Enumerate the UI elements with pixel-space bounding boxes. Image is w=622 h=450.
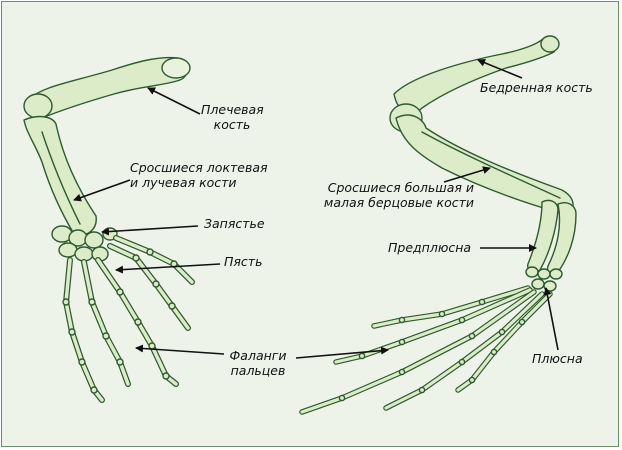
tibiofibula-bone [395,114,574,215]
radioulna-bone [23,115,97,236]
pointer-tibiofibula [443,166,491,183]
forelimb [23,56,195,403]
label-tarsus: Предплюсна [388,240,472,255]
label-carpus: Запястье [204,216,265,231]
humerus-head [161,57,191,79]
pointer-metacarpus [115,263,221,274]
hind-digit-joints [338,298,526,402]
small-tarsals [525,266,563,292]
label-phalanges: Фаланги пальцев [229,348,287,378]
pointer-radioulna [73,179,131,202]
pointer-phalanges-front [135,344,225,355]
pointer-lines [73,58,559,359]
pointer-metatarsus [543,287,559,351]
pointer-femur [477,58,523,79]
femur-head [540,35,560,53]
label-radioulna: Сросшиеся локтевая и лучевая кости [130,160,268,190]
label-femur: Бедренная кость [480,80,593,95]
pointer-carpus [101,225,199,236]
pointer-humerus [147,87,201,115]
front-digit-joints [62,248,178,394]
elbow-joint [23,93,53,119]
label-metatarsus: Плюсна [532,351,583,366]
femur-bone [393,36,558,114]
label-tibiofibula: Сросшиеся большая и малая берцовые кости [323,180,474,210]
hind-digits [299,285,553,415]
hindlimb [299,35,577,415]
label-metacarpus: Пясть [224,254,263,269]
pointer-phalanges-hind [295,346,389,359]
label-humerus: Плечевая кость [201,102,264,132]
